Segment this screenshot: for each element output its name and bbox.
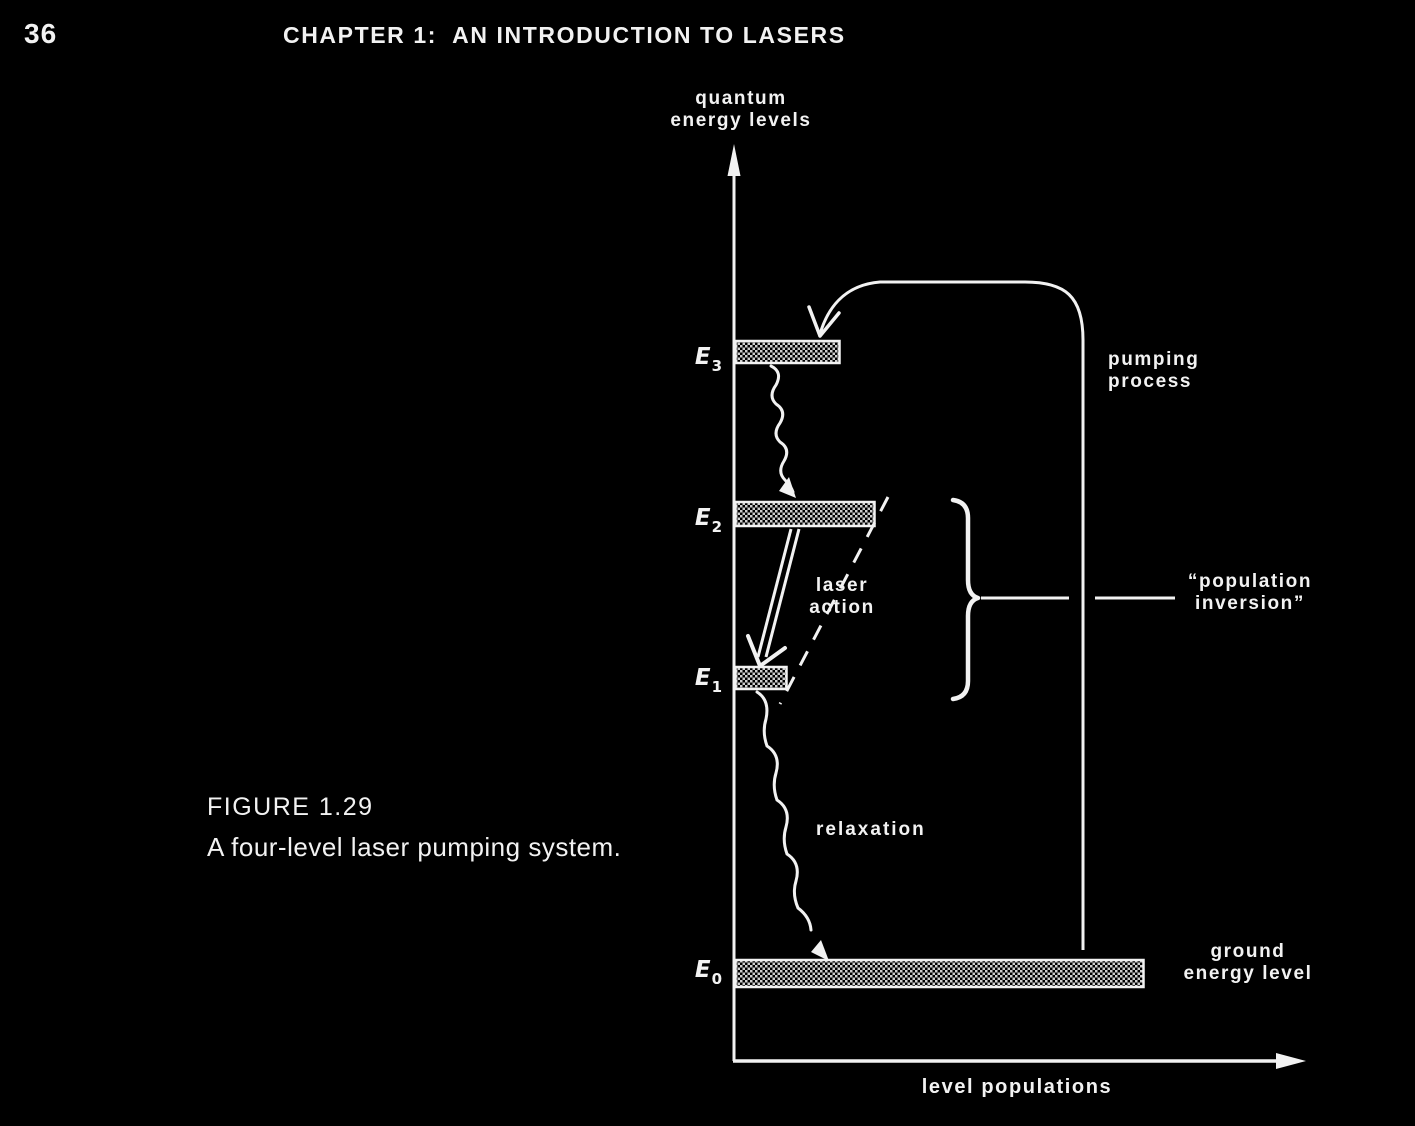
level-subscript: 0: [711, 970, 722, 988]
x-axis-arrowhead-icon: [1276, 1053, 1306, 1069]
level-label-e3: E3: [652, 344, 722, 375]
energy-bar-e0: [734, 958, 1145, 989]
level-subscript: 2: [711, 518, 722, 536]
level-symbol: E: [694, 505, 711, 531]
level-subscript: 1: [711, 678, 722, 696]
level-label-e2: E2: [652, 505, 722, 536]
population-inversion-label: “population inversion”: [1188, 571, 1312, 615]
energy-bar-e2: [734, 500, 876, 528]
relaxation-wavy-arrow-lower: [755, 690, 813, 932]
level-symbol: E: [694, 344, 711, 370]
y-axis-label-line1: quantum: [695, 88, 787, 109]
energy-bar-e3: [734, 339, 841, 365]
ground-label-line2: energy level: [1183, 963, 1313, 984]
population-label-line1: “population: [1187, 571, 1313, 592]
level-label-e0: E0: [652, 957, 722, 988]
figure-caption: A four-level laser pumping system.: [207, 832, 622, 862]
relaxation-wavy-arrow-upper: [769, 364, 795, 494]
energy-bar-e1: [734, 665, 788, 691]
relaxation-wavy-arrowhead-lower-icon: [811, 940, 829, 961]
laser-label-line2: action: [809, 597, 875, 618]
y-axis-label: quantum energy levels: [670, 88, 811, 132]
figure-caption-block: FIGURE 1.29 A four-level laser pumping s…: [207, 793, 621, 863]
page-number: 36: [24, 18, 58, 49]
pumping-process-arrow: [807, 280, 1085, 950]
level-label-e1: E1: [652, 665, 722, 696]
laser-action-arrowhead-icon: [746, 634, 787, 668]
level-symbol: E: [694, 665, 711, 691]
laser-action-label: laser action: [809, 575, 875, 619]
ground-label-line1: ground: [1210, 941, 1286, 962]
population-dashed-line: [778, 496, 890, 705]
x-axis-label: level populations: [921, 1076, 1113, 1098]
level-symbol: E: [694, 957, 711, 983]
laser-label-line1: laser: [815, 575, 869, 596]
relaxation-label: relaxation: [816, 819, 926, 840]
y-axis-arrowhead-icon: [727, 144, 741, 176]
pumping-arrowhead-icon: [807, 305, 841, 338]
figure-label: FIGURE 1.29: [207, 793, 374, 821]
level-subscript: 3: [711, 357, 722, 375]
population-inversion-brace: [950, 497, 981, 702]
chapter-header: CHAPTER 1: AN INTRODUCTION TO LASERS: [283, 22, 846, 48]
pumping-label-line1: pumping: [1108, 349, 1200, 370]
laser-action-arrow: [746, 528, 801, 668]
pumping-process-label: pumping process: [1108, 349, 1199, 393]
ground-energy-level-label: ground energy level: [1183, 941, 1312, 985]
population-label-line2: inversion”: [1195, 593, 1305, 614]
pumping-label-line2: process: [1108, 371, 1193, 392]
relaxation-wavy-arrowhead-upper-icon: [779, 477, 796, 498]
y-axis-label-line2: energy levels: [670, 110, 812, 131]
